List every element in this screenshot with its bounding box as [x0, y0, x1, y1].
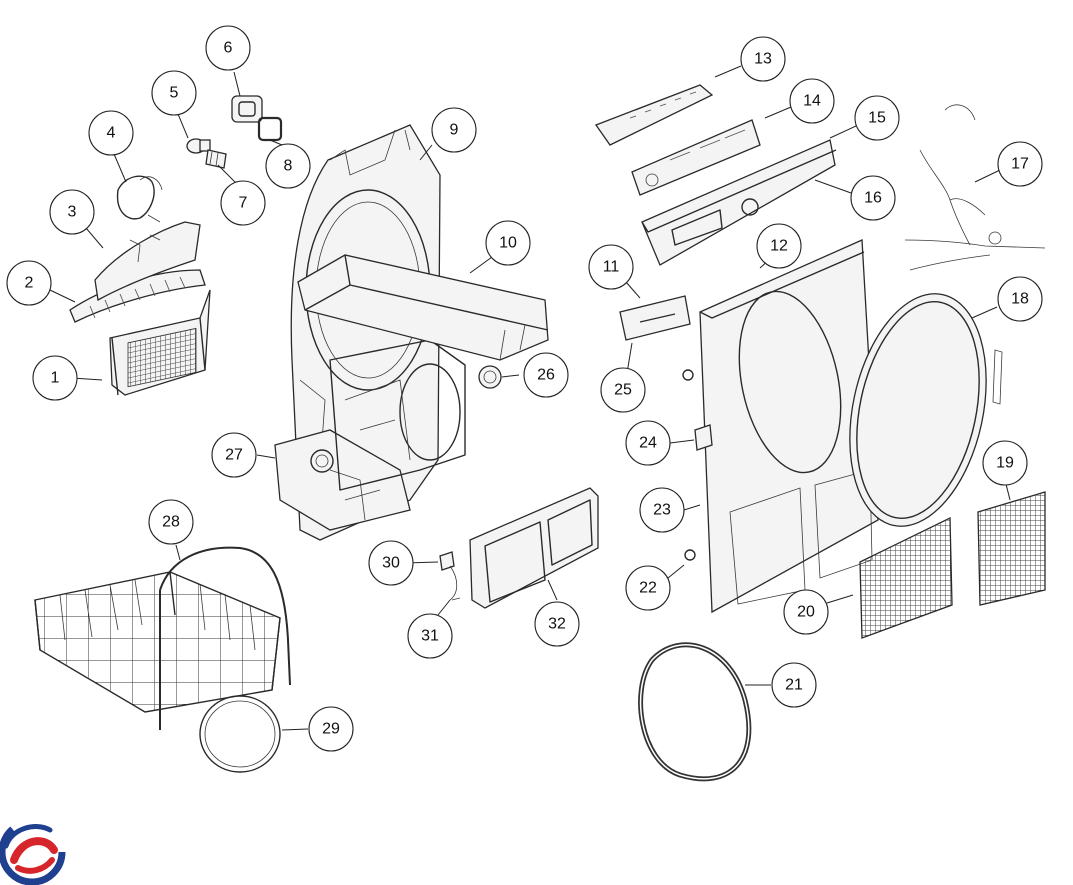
- svg-text:9: 9: [450, 122, 459, 139]
- svg-text:5: 5: [170, 85, 179, 102]
- callout-24: 24: [625, 420, 671, 466]
- callout-20: 20: [783, 589, 829, 635]
- svg-text:16: 16: [864, 190, 882, 207]
- svg-text:28: 28: [162, 514, 180, 531]
- callout-28: 28: [148, 499, 194, 545]
- svg-text:21: 21: [785, 677, 803, 694]
- svg-text:23: 23: [653, 502, 671, 519]
- part-17-wire-harness: [904, 104, 1046, 271]
- callout-15: 15: [854, 95, 900, 141]
- svg-text:2: 2: [25, 275, 34, 292]
- part-5-lamp-socket: [186, 138, 211, 154]
- svg-text:29: 29: [322, 721, 340, 738]
- svg-text:19: 19: [996, 455, 1014, 472]
- svg-text:11: 11: [603, 259, 620, 276]
- callout-10: 10: [485, 220, 531, 266]
- svg-text:32: 32: [548, 616, 566, 633]
- svg-text:22: 22: [639, 580, 657, 597]
- svg-text:4: 4: [107, 125, 116, 142]
- svg-text:14: 14: [803, 93, 821, 110]
- part-11-25-handle: [619, 295, 691, 341]
- callout-29: 29: [308, 706, 354, 752]
- callout-13: 13: [740, 36, 786, 82]
- part-14-control-board: [631, 119, 761, 196]
- part-7-connector: [205, 149, 227, 169]
- callout-4: 4: [88, 110, 134, 156]
- svg-text:25: 25: [614, 382, 632, 399]
- part-6-switch-frame: [231, 95, 263, 123]
- callout-17: 17: [997, 141, 1043, 187]
- svg-text:20: 20: [797, 604, 815, 621]
- callout-9: 9: [431, 107, 477, 153]
- svg-text:31: 31: [421, 628, 439, 645]
- callout-18: 18: [997, 276, 1043, 322]
- callout-7: 7: [220, 180, 266, 226]
- callout-19: 19: [982, 440, 1028, 486]
- callout-14: 14: [789, 78, 835, 124]
- part-19-side-grille: [977, 491, 1046, 606]
- part-32-drawer-frame: [469, 487, 599, 609]
- part-21-door-seal: [638, 642, 752, 782]
- svg-text:7: 7: [239, 195, 248, 212]
- part-22-clip: [682, 369, 713, 561]
- part-8-gasket: [257, 116, 283, 142]
- callout-5: 5: [151, 70, 197, 116]
- callout-31: 31: [407, 613, 453, 659]
- svg-text:13: 13: [754, 51, 772, 68]
- callout-27: 27: [211, 432, 257, 478]
- part-28-drying-rack: [34, 546, 291, 730]
- part-13-display-board: [594, 84, 714, 146]
- part-15-16-control-panel: [641, 139, 837, 266]
- callout-3: 3: [49, 189, 95, 235]
- part-10-air-duct: [297, 254, 549, 361]
- part-20-front-grille: [859, 516, 953, 639]
- callout-11: 11: [588, 244, 634, 290]
- svg-text:30: 30: [382, 555, 400, 572]
- callout-25: 25: [600, 367, 646, 413]
- swirl-logo-icon: [0, 818, 66, 885]
- callout-21: 21: [771, 662, 817, 708]
- svg-text:18: 18: [1011, 291, 1029, 308]
- part-1-filter-housing: [109, 289, 211, 396]
- svg-text:3: 3: [68, 204, 77, 221]
- callout-8: 8: [265, 143, 311, 189]
- callout-22: 22: [625, 565, 671, 611]
- svg-text:12: 12: [770, 238, 788, 255]
- part-26-roller: [478, 365, 502, 389]
- callout-23: 23: [639, 487, 685, 533]
- svg-text:1: 1: [51, 370, 60, 387]
- svg-text:8: 8: [284, 158, 293, 175]
- svg-text:27: 27: [225, 447, 243, 464]
- callout-30: 30: [368, 540, 414, 586]
- svg-text:10: 10: [499, 235, 517, 252]
- callout-1: 1: [32, 355, 78, 401]
- part-4-sensor: [116, 175, 163, 223]
- part-27-lower-duct: [274, 429, 411, 531]
- callout-6: 6: [205, 25, 251, 71]
- callout-12: 12: [756, 223, 802, 269]
- callout-2: 2: [6, 260, 52, 306]
- svg-text:24: 24: [639, 435, 657, 452]
- callout-16: 16: [850, 175, 896, 221]
- svg-text:6: 6: [224, 40, 233, 57]
- callout-32: 32: [534, 601, 580, 647]
- part-18-door: [849, 293, 1003, 527]
- part-3-filter-frame: [94, 221, 201, 302]
- part-29-hose: [199, 695, 281, 773]
- leader-lines: [49, 65, 1011, 731]
- svg-text:17: 17: [1011, 156, 1029, 173]
- callout-26: 26: [523, 352, 569, 398]
- svg-text:15: 15: [868, 110, 886, 127]
- part-30-31-switch: [439, 551, 461, 601]
- svg-text:26: 26: [537, 367, 555, 384]
